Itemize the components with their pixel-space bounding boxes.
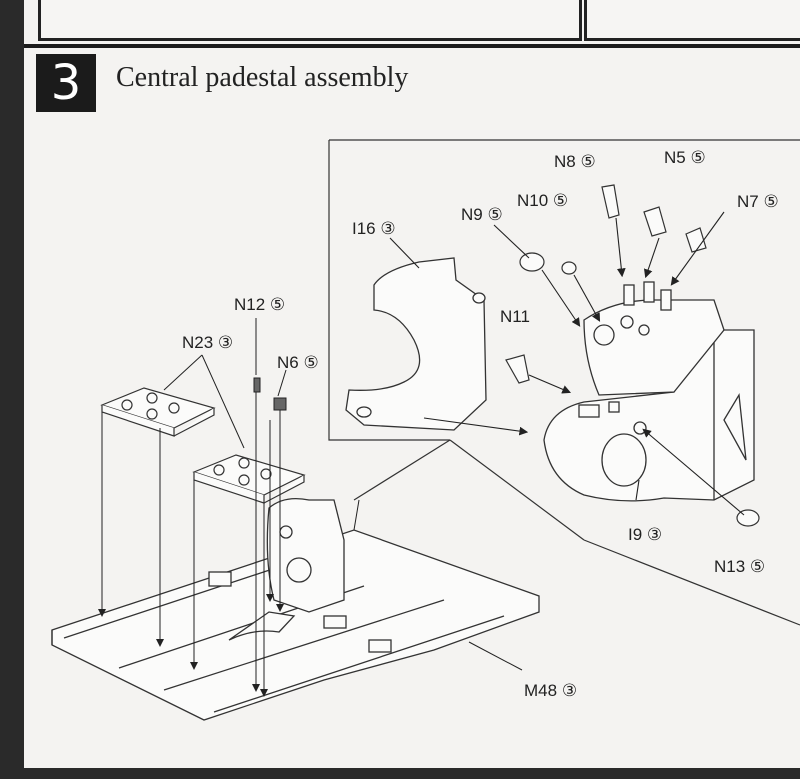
detail-callout-box	[328, 139, 800, 626]
part-i9-pedestal-body	[543, 281, 755, 502]
part-n5	[643, 206, 667, 237]
instruction-sheet: 3 Central padestal assembly	[24, 0, 800, 779]
label-n10: N10 ⑤	[517, 191, 568, 210]
label-m48: M48 ③	[524, 681, 577, 700]
m48-leader-line	[353, 499, 523, 671]
part-n11	[505, 354, 530, 384]
label-n6: N6 ⑤	[277, 353, 319, 372]
step-panel: 3 Central padestal assembly	[24, 44, 800, 779]
part-n9	[519, 252, 545, 272]
detail-leader-arrows	[389, 211, 745, 516]
assembly-diagram: N8 ⑤ N5 ⑤ N7 ⑤ N10 ⑤ N9 ⑤ I16 ③ N11 N12 …	[51, 139, 800, 721]
step-title: Central padestal assembly	[116, 62, 409, 93]
label-n12: N12 ⑤	[234, 295, 285, 314]
part-n10	[561, 261, 577, 275]
n12-n6-leader-lines	[255, 318, 287, 397]
part-m48-floor	[51, 497, 540, 721]
label-i16: I16 ③	[352, 219, 396, 238]
label-n8: N8 ⑤	[554, 152, 596, 171]
label-n5: N5 ⑤	[664, 148, 706, 167]
step-number: 3	[36, 54, 96, 112]
label-i9: I9 ③	[628, 525, 662, 544]
label-n7: N7 ⑤	[737, 192, 779, 211]
page-bottom-edge	[24, 768, 800, 779]
part-n12	[253, 377, 261, 393]
part-n6	[273, 397, 287, 411]
label-n9: N9 ⑤	[461, 205, 503, 224]
previous-step-box-right	[584, 0, 800, 41]
part-n8	[601, 184, 620, 219]
part-i16-side-panel	[345, 257, 487, 431]
part-n7	[685, 227, 707, 253]
page-left-edge	[0, 0, 24, 779]
part-n23-plates	[100, 387, 306, 504]
previous-step-box-left	[38, 0, 582, 41]
n23-leader-lines	[163, 354, 245, 449]
label-n11: N11	[500, 307, 530, 326]
drop-arrows	[98, 392, 284, 697]
label-n13: N13 ⑤	[714, 557, 765, 576]
previous-step-panel	[24, 0, 800, 44]
label-n23: N23 ③	[182, 333, 233, 352]
